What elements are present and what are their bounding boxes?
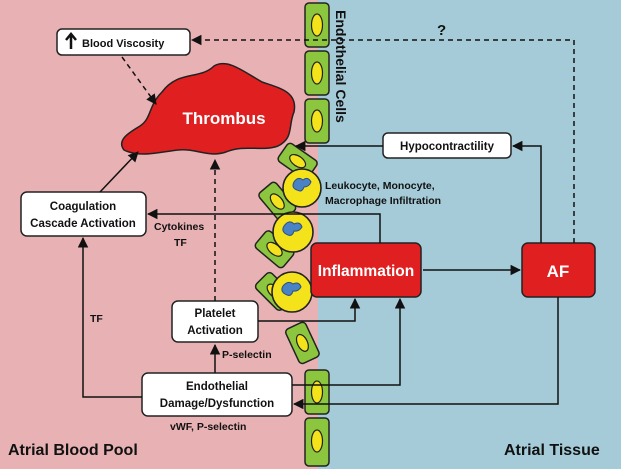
hypocontractility-label: Hypocontractility <box>400 141 495 153</box>
p-selectin-label: P-selectin <box>222 349 272 361</box>
platelet-to-inflammation-arrow <box>258 297 361 322</box>
tissue-region <box>318 0 621 469</box>
thrombus-shape <box>120 62 296 155</box>
endothelial-label-1: Endothelial <box>186 381 248 393</box>
coagulation-label-2: Cascade Activation <box>30 218 136 230</box>
vwf-p-selectin-label: vWF, P-selectin <box>170 421 246 433</box>
leukocyte-cell <box>271 271 313 313</box>
tf-left-label: TF <box>90 313 103 325</box>
endothelial-cell <box>304 98 330 144</box>
inflammation-label: Inflammation <box>318 263 414 280</box>
leukocyte-label-1: Leukocyte, Monocyte, <box>325 180 435 192</box>
leukocyte-label-2: Macrophage Infiltration <box>325 195 441 207</box>
inflammation-node <box>310 242 422 298</box>
endothelial-to-coagulation-arrow <box>77 236 142 398</box>
af-to-hypocontractility-arrow <box>511 140 542 243</box>
endothelial-damage-node <box>141 372 293 417</box>
endothelial-label-2: Damage/Dysfunction <box>160 398 274 410</box>
blood-viscosity-node <box>56 28 191 56</box>
endothelial-cell <box>304 417 330 467</box>
af-to-viscosity-arrow <box>190 34 575 243</box>
coagulation-to-thrombus-arrow <box>99 151 139 193</box>
tf-cytokines-label: TF <box>174 237 187 249</box>
blood-viscosity-label: Blood Viscosity <box>82 38 165 50</box>
endothelial-cell <box>304 369 330 415</box>
tissue-label: Atrial Tissue <box>504 442 600 459</box>
endothelial-cell-column <box>304 2 330 467</box>
endothelial-cells-label: Endothelial Cells <box>333 10 349 123</box>
viscosity-to-thrombus-arrow <box>121 56 157 105</box>
cytokines-label: Cytokines <box>154 221 204 233</box>
blood-pool-label: Atrial Blood Pool <box>8 442 138 459</box>
platelet-label-2: Activation <box>187 325 243 337</box>
leukocyte-cell <box>272 211 314 253</box>
question-mark-label: ? <box>437 22 446 39</box>
endothelial-cell <box>304 50 330 96</box>
up-arrow-icon <box>65 32 77 49</box>
coagulation-label-1: Coagulation <box>50 201 116 213</box>
thrombus-label: Thrombus <box>182 109 265 128</box>
coagulation-node <box>20 191 147 237</box>
leukocyte-cell <box>282 168 322 208</box>
af-label: AF <box>547 262 570 281</box>
endothelial-cell <box>304 2 330 48</box>
inflammation-to-coagulation-arrow <box>146 208 381 243</box>
platelet-label-1: Platelet <box>195 308 236 320</box>
af-to-endothelial-arrow <box>292 297 559 410</box>
endothelial-to-inflammation-arrow <box>292 297 406 386</box>
